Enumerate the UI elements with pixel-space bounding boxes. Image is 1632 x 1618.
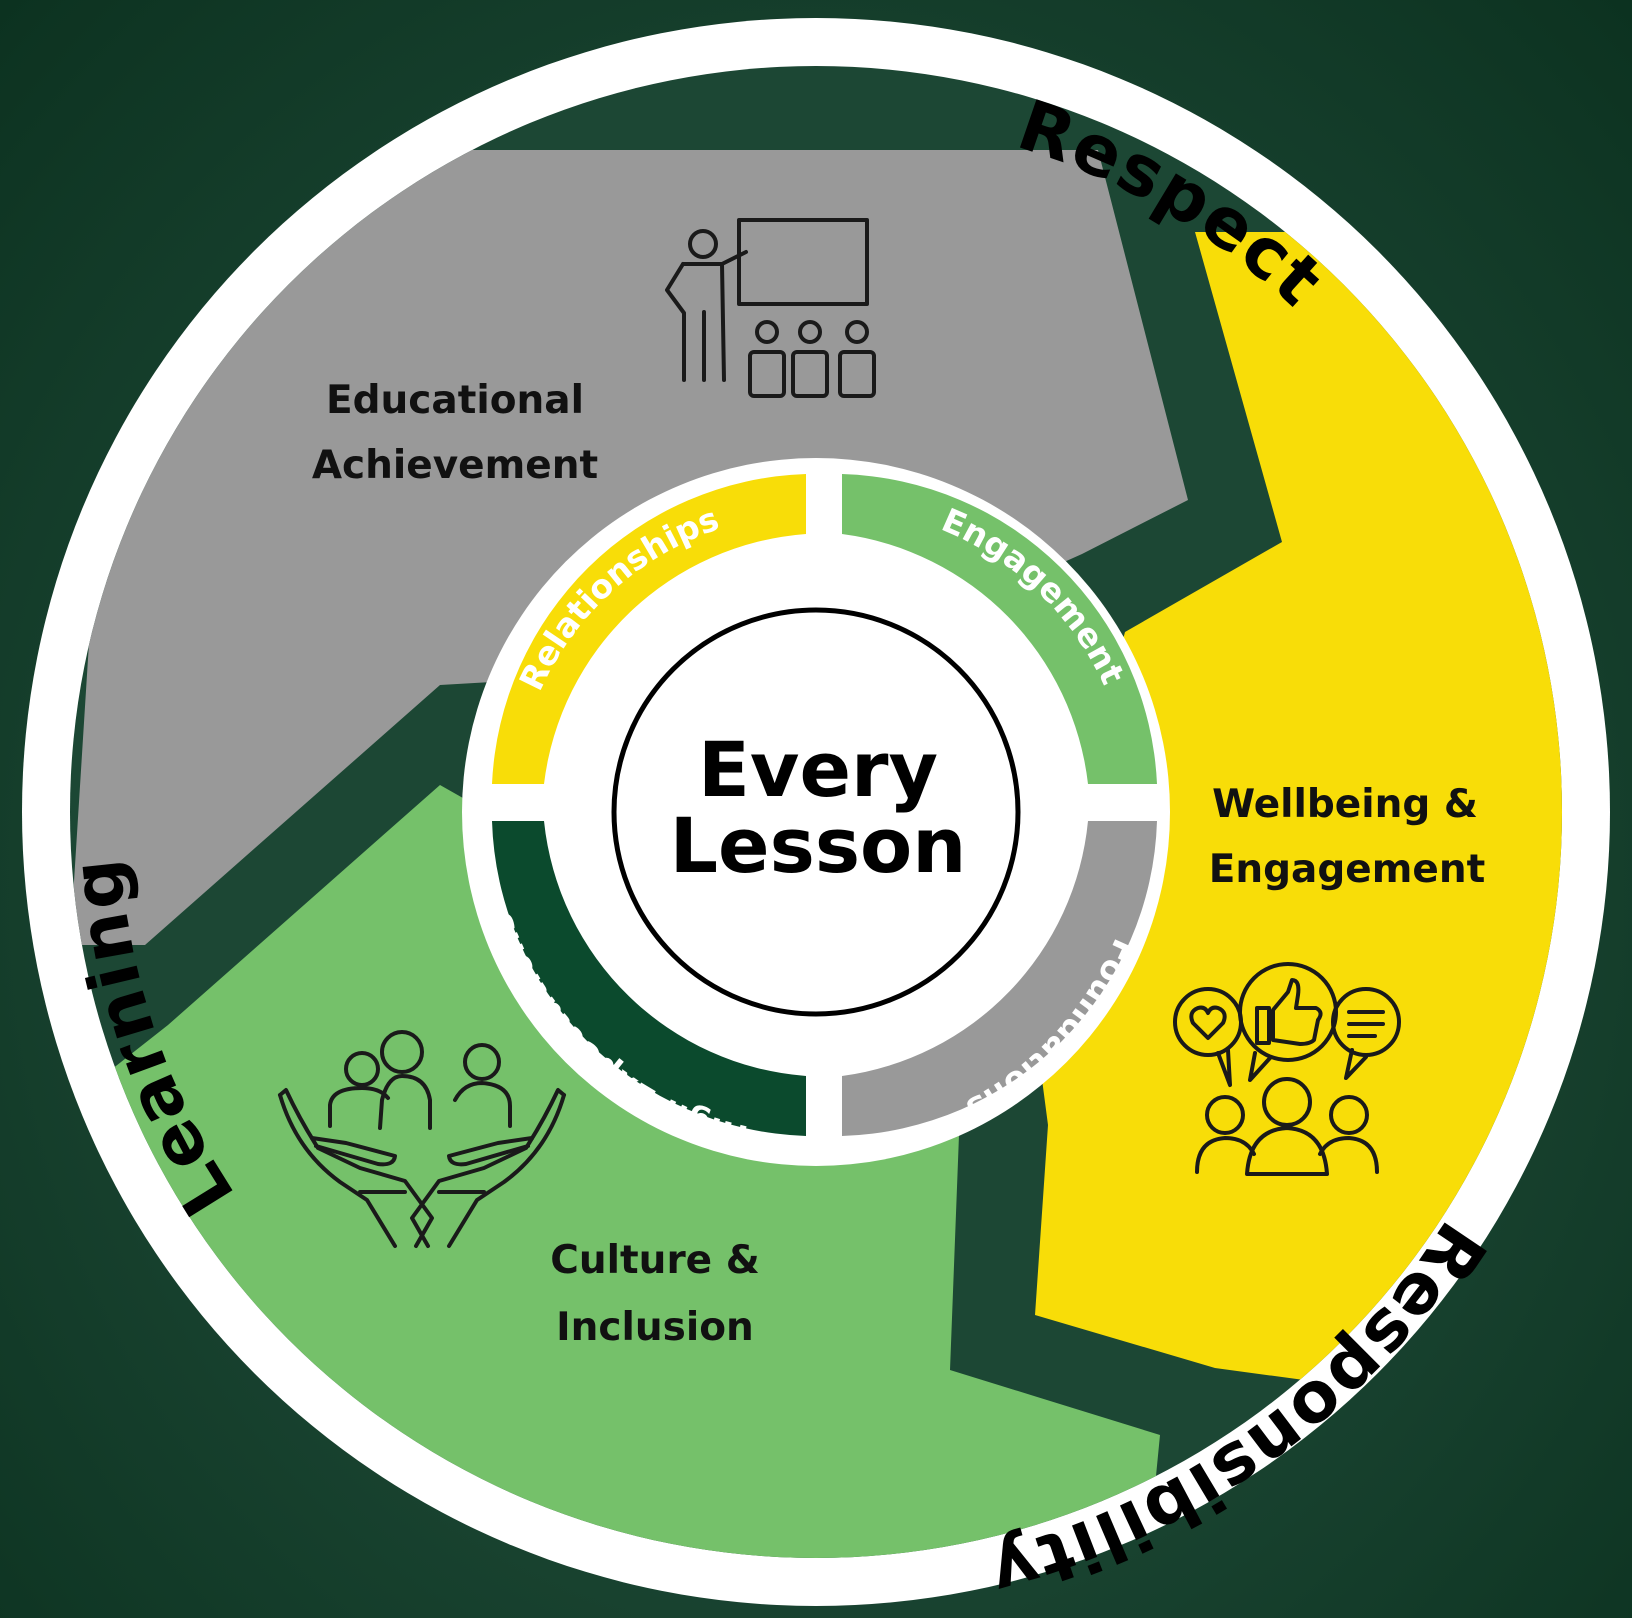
inner-segment-high-expectations [492,821,806,1136]
educational-achievement-title-line1: Educational [326,378,584,423]
educational-achievement-title-line2: Achievement [312,443,598,488]
wellbeing-engagement-title-line2: Engagement [1209,847,1486,892]
inner-segment-engagement [842,474,1157,784]
community-feedback-icon [1173,962,1401,1176]
culture-inclusion-title-line1: Culture & [550,1238,759,1283]
inner-segment-relationships [492,474,806,784]
caring-hands-group-icon [278,1030,566,1248]
sector-wellbeing-engagement [1030,232,1562,1420]
culture-inclusion-title-line2: Inclusion [556,1305,754,1350]
center-circle [611,607,1021,1017]
teacher-presenting-icon [665,218,876,398]
inner-segment-foundations [842,821,1157,1136]
wellbeing-engagement-title-line1: Wellbeing & [1212,782,1478,827]
center-title-line1: Every [698,725,938,814]
center-title-line2: Lesson [670,801,967,890]
